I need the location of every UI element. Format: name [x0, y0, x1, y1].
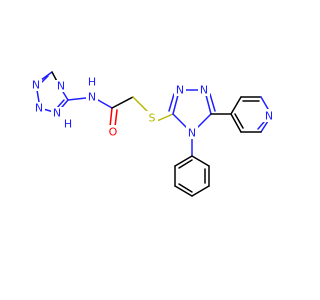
- bond-ph-6: [174, 155, 193, 167]
- bond-ph-d2: [178, 183, 193, 193]
- bond-py-d2: [257, 121, 265, 130]
- bond-ch2-s: [132, 96, 149, 113]
- atom-pyridine-n: N: [265, 110, 273, 123]
- atom-n-lt-1: N: [32, 79, 40, 92]
- bond-rt-n1-c5-double: [209, 93, 216, 112]
- bond-carbonyl-o-double: [114, 109, 118, 128]
- atom-amide-n-letter: N: [88, 91, 96, 104]
- atom-h-lt: H: [64, 118, 72, 131]
- bond-rt-n4-c3: [172, 113, 188, 129]
- bond-carbonyl-o: [109, 107, 113, 128]
- bond-py-6: [230, 113, 242, 133]
- bond-carbonyl-ch2: [111, 96, 134, 109]
- bond-rt-c3-n2-double: [168, 93, 175, 112]
- bond-py-4: [260, 120, 269, 133]
- atom-amide-h: H: [88, 76, 96, 89]
- bond-c5-amide-n: [67, 97, 87, 101]
- bond-lt-c-n-top-double: [41, 75, 49, 83]
- bond-ph-4: [174, 185, 193, 197]
- bond-s-triazole-c3: [156, 113, 174, 122]
- bond-ph-3: [191, 185, 210, 197]
- bond-rt-c3-n2: [172, 94, 179, 115]
- atom-thioether-s: S: [149, 112, 156, 125]
- bond-py-3: [260, 96, 269, 110]
- bond-ph-1: [191, 155, 210, 167]
- bond-rt-n1-c5: [205, 94, 212, 115]
- atom-carbonyl-o: O: [109, 126, 118, 139]
- atom-n-lt-2: N: [57, 80, 65, 93]
- atom-nh-lt: N: [53, 107, 61, 120]
- bond-py-1: [230, 96, 242, 115]
- bond-py-d3: [234, 113, 244, 129]
- bond-amide-n-carbonyl-c: [97, 99, 113, 109]
- atom-n-lt-3: N: [35, 102, 43, 115]
- atom-n-rt-4: N: [188, 127, 196, 140]
- atom-n-rt-2: N: [200, 84, 208, 97]
- atom-n-rt-1: N: [176, 84, 184, 97]
- bond-rt-c5-n4: [196, 113, 212, 129]
- bond-ph-d3: [178, 159, 193, 169]
- bonds: [36, 71, 269, 197]
- atom-labels: N N N N H N H O S N N N N: [30, 76, 275, 140]
- molecule-structure-diagram: N N N N H N H O S N N N N: [30, 71, 275, 197]
